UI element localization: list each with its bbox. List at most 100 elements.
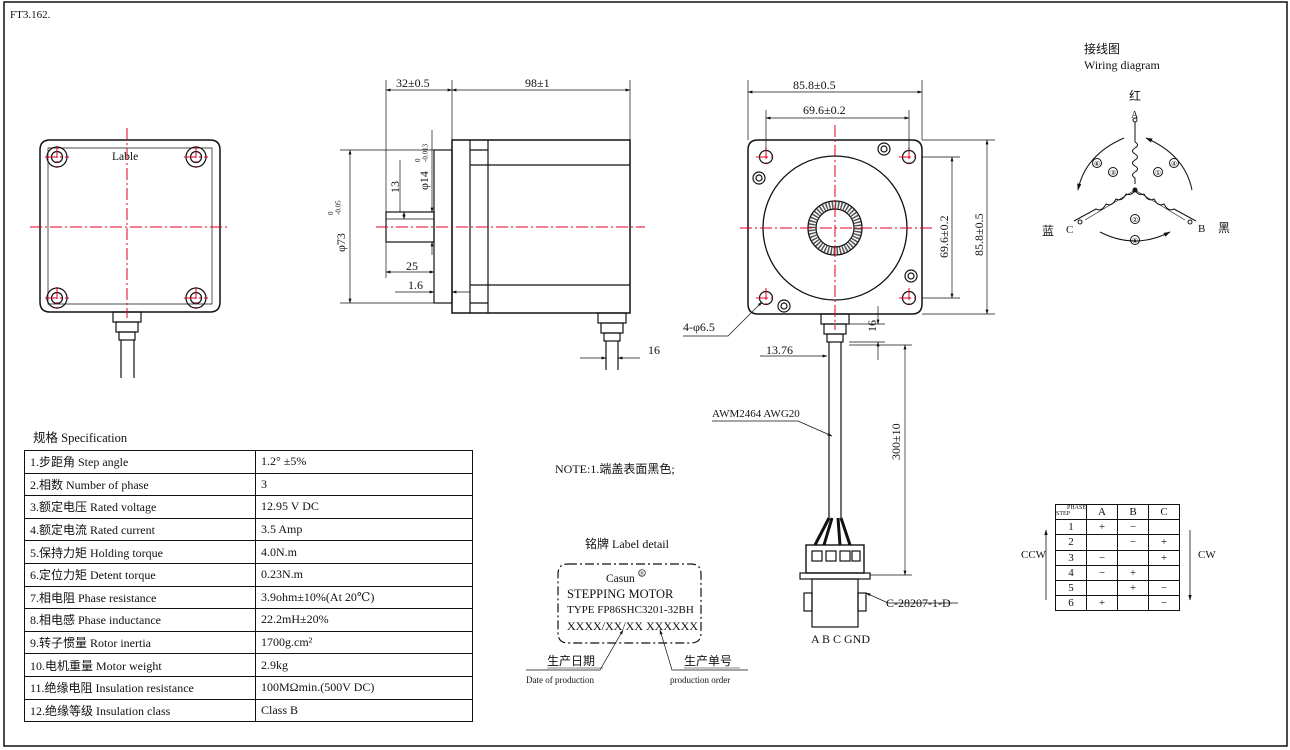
phase-polarity: + <box>1117 579 1149 597</box>
label-line-2: TYPE FP86SHC3201-32BH <box>567 604 694 616</box>
spec-param: 3.额定电压 Rated voltage <box>24 495 256 519</box>
dim-rear-gland: 16 <box>865 320 879 332</box>
label-line-3: XXXX/XX/XX XXXXXX <box>567 619 698 633</box>
date-label-en: Date of production <box>526 675 594 685</box>
dim-pilot-diameter: φ73 <box>334 233 348 252</box>
spec-value: 22.2mH±20% <box>255 608 473 632</box>
step-row: 3−+ <box>1055 549 1180 566</box>
spec-param: 4.额定电流 Rated current <box>24 517 256 542</box>
sheet-border <box>3 1 1288 747</box>
label-brand: Casun <box>606 573 635 585</box>
dim-shaft-tolerance: 0-0.013 <box>414 143 430 162</box>
corner-phase-text: PHASE <box>1066 505 1086 511</box>
phase-polarity: + <box>1086 519 1118 536</box>
terminal-b: B <box>1198 223 1205 235</box>
step-number: 4 <box>1055 564 1087 581</box>
phase-polarity <box>1117 549 1149 566</box>
dim-hole-spacing: 69.6±0.2 <box>803 103 846 117</box>
connector-part-number: C-28207-1-D <box>886 596 951 610</box>
phase-polarity: − <box>1086 549 1118 566</box>
phase-polarity <box>1117 595 1149 612</box>
dim-side-gland: 16 <box>648 343 660 357</box>
step-row: 2 −+ <box>1055 534 1180 551</box>
spec-value: 3.5 Amp <box>255 517 473 542</box>
phase-polarity <box>1086 534 1118 551</box>
spec-param: 5.保持力矩 Holding torque <box>24 540 256 564</box>
phase-mark-5: ⑤ <box>1132 237 1138 245</box>
label-registered-mark: ® <box>640 571 645 578</box>
spec-param: 10.电机重量 Motor weight <box>24 653 256 677</box>
wiring-diagram <box>1073 117 1197 245</box>
dim-mounting-holes: 4-φ6.5 <box>683 320 715 334</box>
phase-polarity <box>1148 564 1180 581</box>
spec-param: 7.相电阻 Phase resistance <box>24 585 256 610</box>
phase-mark-2: ② <box>1132 216 1138 224</box>
phase-polarity: − <box>1117 534 1149 551</box>
spec-param: 1.步距角 Step angle <box>24 450 256 474</box>
order-label-en: production order <box>670 675 730 685</box>
drawing-number: FT3.162. <box>10 9 51 21</box>
order-label-cn: 生产单号 <box>684 654 732 668</box>
note-text: NOTE:1.端盖表面黑色; <box>555 462 675 476</box>
step-number: 6 <box>1055 595 1087 612</box>
step-row: 4−+ <box>1055 564 1180 581</box>
step-row: 1+− <box>1055 519 1180 536</box>
rear-view <box>683 80 995 628</box>
spec-value: 1.2° ±5% <box>255 450 473 474</box>
dim-gland-offset: 13.76 <box>766 343 793 357</box>
side-view <box>340 80 645 370</box>
wiring-title-cn: 接线图 <box>1084 41 1120 56</box>
step-number: 3 <box>1055 549 1087 566</box>
spec-param: 8.相电感 Phase inductance <box>24 608 256 632</box>
step-row: 6+− <box>1055 595 1180 612</box>
date-label-cn: 生产日期 <box>547 654 595 668</box>
ccw-label: CCW <box>1021 549 1047 561</box>
phase-header: A <box>1086 503 1118 521</box>
dim-outer-height: 85.8±0.5 <box>972 213 986 256</box>
spec-param: 9.转子惯量 Rotor inertia <box>24 630 256 655</box>
phase-polarity <box>1148 519 1180 536</box>
phase-polarity: + <box>1148 534 1180 551</box>
cable-type: AWM2464 AWG20 <box>712 408 800 420</box>
phase-polarity: − <box>1086 564 1118 581</box>
phase-polarity: − <box>1148 595 1180 612</box>
dim-body-length: 98±1 <box>525 76 550 90</box>
wire-blue-label: 蓝 <box>1042 224 1054 238</box>
cw-label: CW <box>1198 549 1216 561</box>
step-number: 2 <box>1055 534 1087 551</box>
terminal-c: C <box>1066 224 1073 236</box>
dim-pilot-depth: 1.6 <box>408 278 423 292</box>
label-detail-plate <box>526 563 748 671</box>
phase-polarity: − <box>1148 579 1180 597</box>
dim-outer-width: 85.8±0.5 <box>793 78 836 92</box>
spec-value: Class B <box>255 698 473 723</box>
step-number: 1 <box>1055 519 1087 536</box>
phase-polarity: − <box>1117 519 1149 536</box>
front-view <box>30 128 230 378</box>
spec-value: 0.23N.m <box>255 562 473 587</box>
phase-header: B <box>1117 503 1149 521</box>
dim-hole-spacing-vertical: 69.6±0.2 <box>937 215 951 258</box>
spec-value: 100MΩmin.(500V DC) <box>255 675 473 700</box>
spec-title: 规格 Specification <box>33 431 128 445</box>
phase-polarity <box>1086 579 1118 597</box>
phase-header: C <box>1148 503 1180 521</box>
phase-polarity: + <box>1117 564 1149 581</box>
corner-step-text: STEP <box>1056 511 1071 517</box>
